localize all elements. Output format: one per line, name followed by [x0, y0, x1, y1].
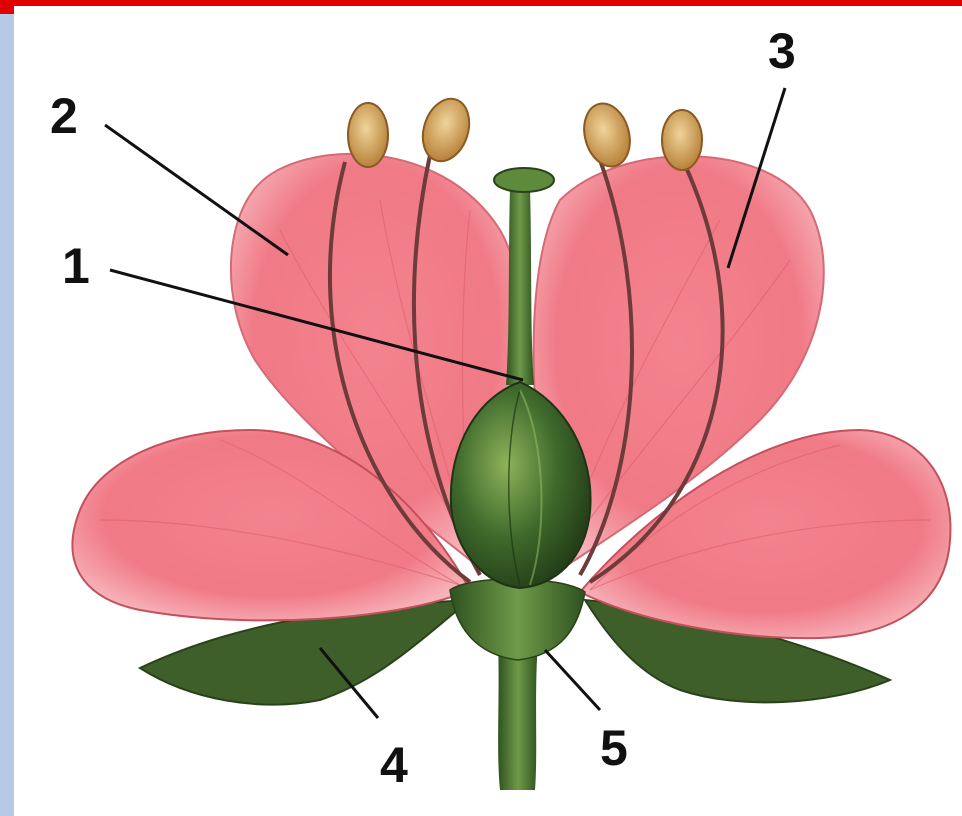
- receptacle: [450, 579, 585, 660]
- label-4: 4: [380, 737, 408, 793]
- label-1: 1: [62, 238, 90, 294]
- label-5: 5: [600, 720, 628, 776]
- label-2: 2: [50, 88, 78, 144]
- label-3: 3: [768, 23, 796, 79]
- flower-stalk: [498, 640, 538, 790]
- leader-line-5: [545, 650, 600, 710]
